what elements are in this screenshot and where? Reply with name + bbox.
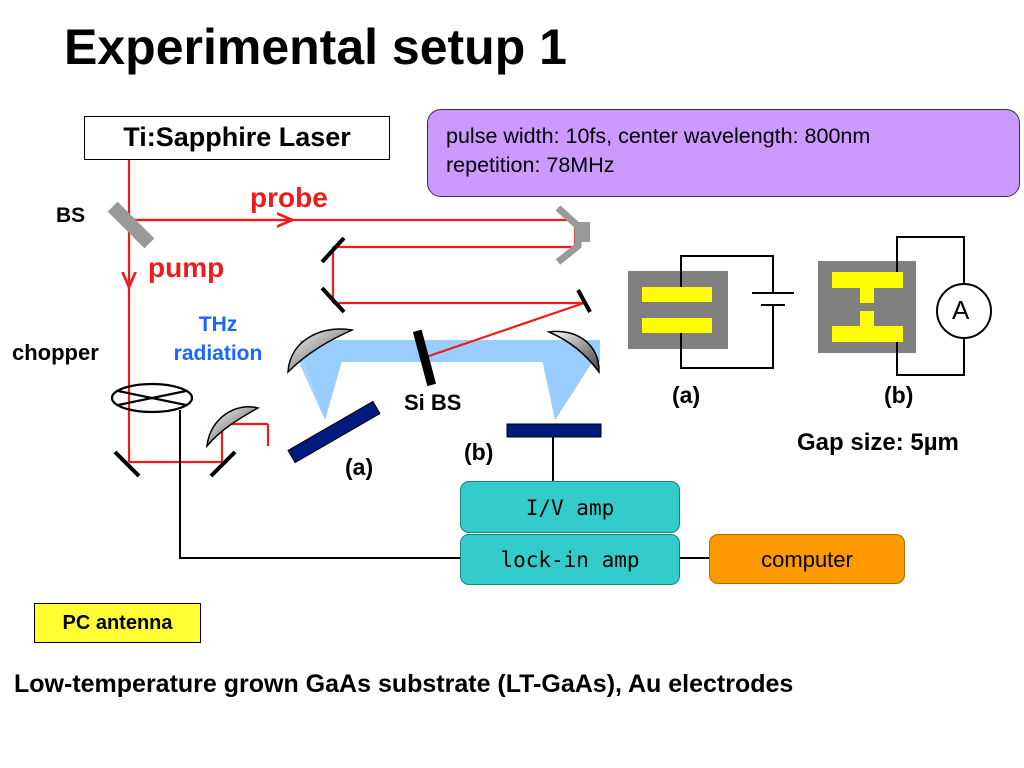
antenna-b-label: (b) bbox=[884, 382, 914, 408]
probe-label: probe bbox=[250, 182, 328, 213]
signal-wires bbox=[179, 410, 709, 559]
pc-antenna-label: PC antenna bbox=[34, 603, 201, 643]
detector-antenna-plate bbox=[506, 423, 602, 438]
thz-label-line2: radiation bbox=[173, 342, 263, 365]
lockin-amp-box: lock-in amp bbox=[460, 534, 680, 585]
laser-label-box: Ti:Sapphire Laser bbox=[84, 116, 390, 160]
emitter-antenna-plate bbox=[287, 400, 381, 464]
laser-spec-line2: repetition: 78MHz bbox=[446, 153, 615, 177]
ammeter-icon bbox=[936, 283, 992, 339]
antenna-b-diagram bbox=[818, 236, 992, 376]
antenna-a-diagram bbox=[628, 255, 794, 369]
laser-spec-box: pulse width: 10fs, center wavelength: 80… bbox=[427, 109, 1020, 197]
thz-beam-left-cone bbox=[300, 350, 345, 420]
beam-splitter bbox=[107, 201, 155, 249]
iv-amp-box: I/V amp bbox=[460, 481, 680, 533]
thz-beam-body bbox=[300, 340, 600, 362]
si-bs-label: Si BS bbox=[404, 390, 462, 415]
thz-label: THz radiation bbox=[152, 310, 284, 368]
pump-label: pump bbox=[148, 252, 225, 283]
thz-beam-right-cone bbox=[540, 350, 600, 420]
chopper bbox=[110, 382, 194, 414]
si-beam-splitter bbox=[412, 329, 437, 387]
computer-box: computer bbox=[709, 534, 905, 584]
thz-label-line1: THz bbox=[198, 313, 238, 336]
parabolic-mirrors bbox=[205, 328, 600, 449]
ammeter-label: A bbox=[952, 295, 970, 325]
antenna-a-label: (a) bbox=[672, 382, 701, 408]
detector-label: (b) bbox=[464, 439, 494, 465]
retro-reflector bbox=[555, 205, 590, 265]
page-title: Experimental setup 1 bbox=[64, 19, 567, 75]
plane-mirrors bbox=[113, 236, 592, 478]
emitter-label: (a) bbox=[345, 454, 374, 480]
bs-label: BS bbox=[56, 204, 86, 227]
footer-caption: Low-temperature grown GaAs substrate (LT… bbox=[14, 670, 794, 698]
laser-spec-line1: pulse width: 10fs, center wavelength: 80… bbox=[446, 124, 871, 148]
gap-size-label: Gap size: 5µm bbox=[797, 429, 959, 456]
chopper-label: chopper bbox=[12, 340, 99, 365]
